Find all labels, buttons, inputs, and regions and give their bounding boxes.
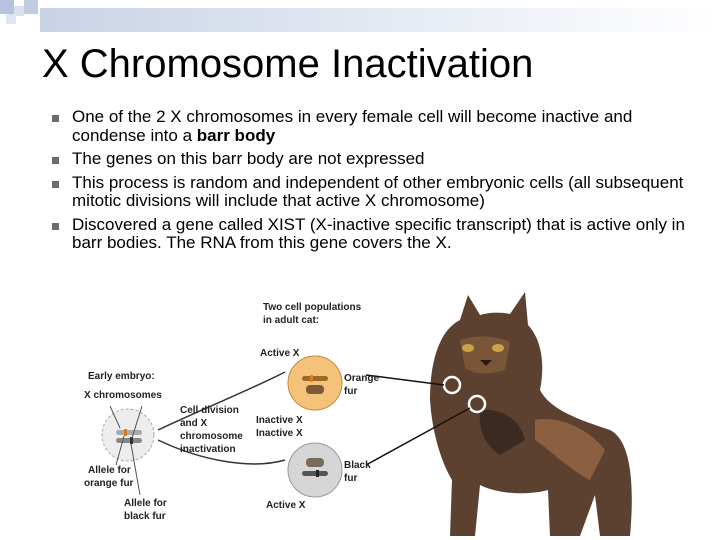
tortoiseshell-cat-image: [380, 280, 640, 536]
process-label-1: Cell division: [180, 405, 239, 416]
allele-black-label-2: black fur: [124, 511, 166, 522]
populations-label: Two cell populations: [263, 302, 362, 313]
allele-black-label: Allele for: [124, 498, 167, 509]
populations-label-2: in adult cat:: [263, 315, 319, 326]
bullet-list: One of the 2 X chromosomes in every fema…: [50, 107, 710, 258]
header-decoration: [0, 0, 720, 32]
process-label-3: chromosome: [180, 431, 243, 442]
bullet-item: Discovered a gene called XIST (X-inactiv…: [50, 214, 710, 253]
orange-fur-label: Orange: [344, 373, 379, 384]
x-chromosomes-label: X chromosomes: [84, 390, 162, 401]
x-inactivation-figure: Two cell populations in adult cat: Early…: [84, 280, 640, 536]
orange-fur-cell: [287, 355, 343, 411]
bullet-text: One of the 2 X chromosomes in every fema…: [72, 107, 633, 145]
bullet-item: One of the 2 X chromosomes in every fema…: [50, 107, 710, 145]
bullet-bold-term: barr body: [196, 125, 276, 145]
orange-fur-label-2: fur: [344, 386, 357, 397]
slide-title: X Chromosome Inactivation: [42, 42, 534, 86]
allele-orange-label: Allele for: [88, 465, 131, 476]
square-bullet-icon: [52, 115, 59, 122]
allele-orange-label-2: orange fur: [84, 478, 134, 489]
square-bullet-icon: [52, 222, 59, 230]
black-fur-label: Black: [344, 460, 371, 471]
active-x-top-label: Active X: [260, 348, 300, 359]
bullet-text: This process is random and independent o…: [72, 172, 684, 210]
process-label-4: inactivation: [180, 444, 236, 455]
black-fur-cell: [287, 442, 343, 498]
inactive-x-label-2: Inactive X: [256, 428, 303, 439]
embryo-label: Early embryo:: [88, 371, 155, 382]
black-fur-pointer-circle: [467, 394, 487, 414]
inactive-x-label-1: Inactive X: [256, 415, 303, 426]
active-x-bottom-label: Active X: [266, 500, 306, 511]
bullet-text: Discovered a gene called XIST (X-inactiv…: [72, 214, 685, 252]
bullet-item: This process is random and independent o…: [50, 172, 710, 211]
square-bullet-icon: [52, 157, 59, 164]
black-fur-label-2: fur: [344, 473, 357, 484]
square-bullet-icon: [52, 180, 59, 188]
bullet-text: The genes on this barr body are not expr…: [72, 149, 425, 168]
bullet-item: The genes on this barr body are not expr…: [50, 149, 710, 169]
process-label-2: and X: [180, 418, 208, 429]
